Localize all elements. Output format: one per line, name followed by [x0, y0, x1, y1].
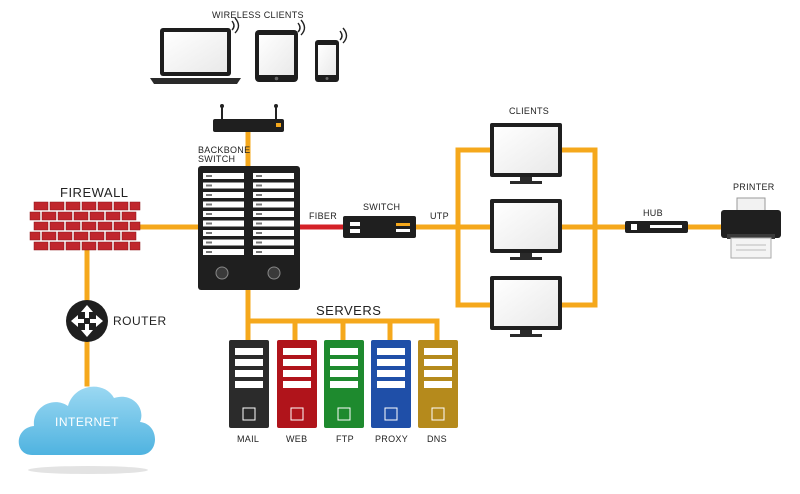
client-monitor-icon	[490, 276, 562, 337]
server-label-dns: DNS	[427, 434, 447, 444]
server-web-icon	[277, 340, 317, 428]
backbone-switch-label-line1: BACKBONE	[198, 145, 251, 155]
server-mail-icon	[229, 340, 269, 428]
server-proxy-icon	[371, 340, 411, 428]
hub-label: HUB	[643, 208, 663, 218]
utp-label: UTP	[430, 211, 449, 221]
wireless-clients-label: WIRELESS CLIENTS	[212, 10, 304, 20]
connection-lines	[84, 129, 725, 387]
internet-cloud-icon	[18, 386, 155, 474]
link-server-bus	[245, 318, 440, 345]
internet-label: INTERNET	[55, 415, 119, 429]
firewall-icon	[29, 201, 141, 251]
backbone-switch-label-line2: SWITCH	[198, 154, 236, 164]
phone-icon	[315, 27, 348, 82]
fiber-label: FIBER	[309, 211, 338, 221]
servers-label: SERVERS	[316, 303, 382, 318]
clients-label: CLIENTS	[509, 106, 550, 116]
printer-label: PRINTER	[733, 182, 775, 192]
client-monitor-icon	[490, 123, 562, 184]
tablet-icon	[255, 19, 306, 82]
server-label-web: WEB	[286, 434, 308, 444]
client-monitor-icon	[490, 199, 562, 260]
server-label-proxy: PROXY	[375, 434, 409, 444]
switch-icon	[343, 216, 416, 238]
switch-label: SWITCH	[363, 202, 401, 212]
firewall-label: FIREWALL	[60, 185, 129, 200]
router-label: ROUTER	[113, 314, 167, 328]
wireless-access-point-icon	[213, 104, 284, 132]
server-label-mail: MAIL	[237, 434, 260, 444]
backbone-switch-icon	[198, 166, 300, 290]
printer-icon	[721, 197, 781, 259]
server-ftp-icon	[324, 340, 364, 428]
server-label-ftp: FTP	[336, 434, 354, 444]
router-icon	[66, 300, 108, 342]
wireless-label: WIRELESS	[229, 109, 273, 118]
laptop-icon	[150, 17, 241, 84]
server-dns-icon	[418, 340, 458, 428]
hub-icon	[625, 221, 688, 233]
